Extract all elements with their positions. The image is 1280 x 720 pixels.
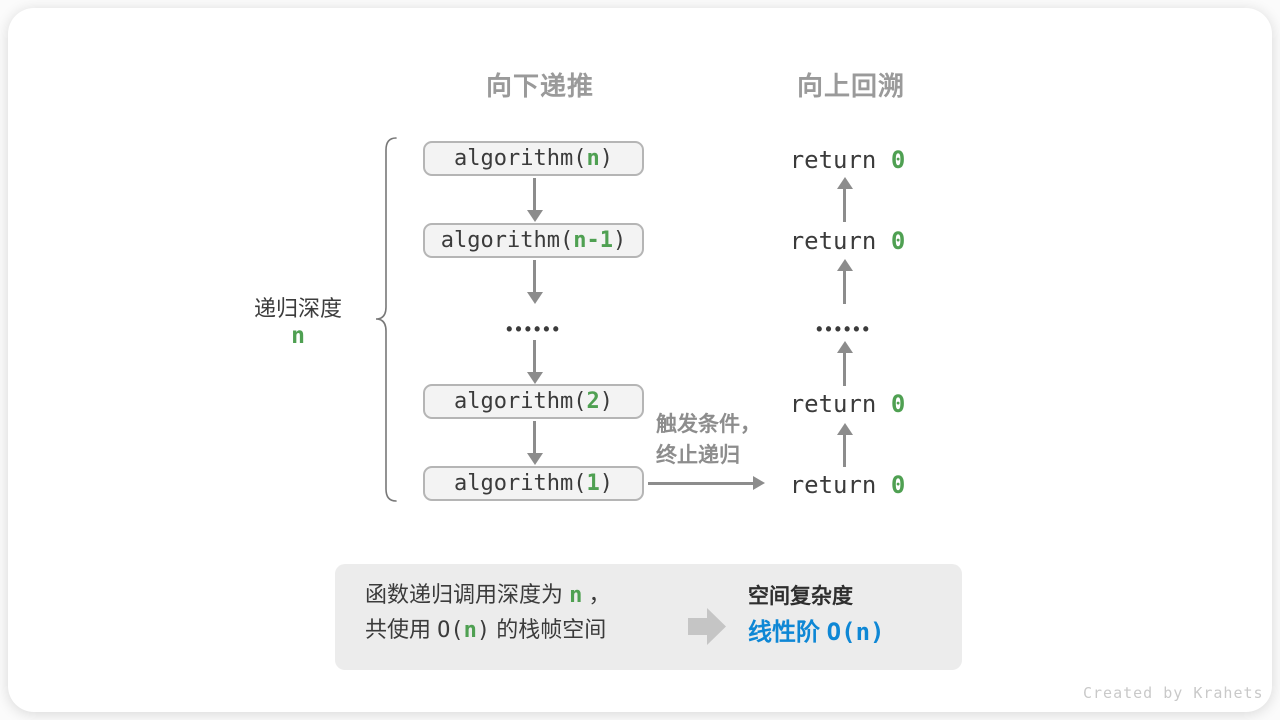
call-box-suffix: ) [612,228,627,253]
summary-right-title: 空间复杂度 [748,585,853,608]
ellipsis-left: •••••• [506,319,562,339]
summary-code-close: ) [476,618,491,643]
call-box-arg: 2 [586,389,600,414]
down-arrow [533,421,536,454]
header-downward-recursion: 向下递推 [485,71,594,101]
down-arrow [533,260,536,293]
trigger-note-line2: 终止递归 [656,444,740,467]
summary-line1-var: n [569,583,583,608]
return-keyword: return [789,146,877,174]
depth-label: 递归深度 [253,296,342,321]
call-box-n-1: algorithm(n-1) [423,223,644,258]
return-value: 0 [890,471,906,499]
call-box-prefix: algorithm( [454,146,587,171]
result-complexity: O(n) [826,618,885,646]
return-row: return 0 [775,390,920,418]
trigger-note: 触发条件， 终止递归 [656,409,761,471]
summary-code-open: O( [437,618,464,643]
header-upward-backtrack: 向上回溯 [796,71,905,101]
call-box-suffix: ) [599,471,613,496]
ellipsis-right: •••••• [816,319,872,339]
up-arrow [843,270,846,304]
call-box-arg: n-1 [573,228,613,253]
return-row: return 0 [775,146,920,174]
up-arrow [843,434,846,467]
up-arrow [843,352,846,386]
return-keyword: return [789,471,877,499]
return-row: return 0 [775,471,920,499]
down-arrow [533,340,536,373]
summary-line2: 共使用 O(n) 的栈帧空间 [365,613,611,648]
call-box-prefix: algorithm( [440,228,574,253]
summary-line2-post: 的栈帧空间 [496,617,607,642]
call-box-suffix: ) [599,389,613,414]
depth-brace [375,137,397,502]
diagram-card: 向下递推 向上回溯 递归深度 n algorithm(n) algorithm(… [8,8,1272,712]
summary-line1: 函数递归调用深度为 n ， [365,578,611,613]
call-box-suffix: ) [599,146,613,171]
return-value: 0 [890,390,906,418]
call-box-arg: n [586,146,600,171]
return-row: return 0 [775,227,920,255]
depth-variable: n [291,323,305,349]
base-case-arrow [648,476,765,490]
call-box-prefix: algorithm( [454,389,587,414]
call-box-prefix: algorithm( [454,471,587,496]
summary-line2-pre: 共使用 [365,617,432,642]
call-box-n: algorithm(n) [423,141,644,176]
watermark: Created by Krahets [1083,684,1264,702]
down-arrow [533,178,536,211]
summary-right-result: 线性阶 O(n) [748,612,884,647]
summary-code-var: n [463,618,477,643]
implies-arrow [688,608,726,645]
return-keyword: return [789,390,877,418]
call-box-arg: 1 [586,471,600,496]
return-keyword: return [789,227,877,255]
summary-line2-code: O(n) [437,618,490,643]
result-label: 线性阶 [748,619,820,646]
up-arrow [843,188,846,222]
summary-line1-pre: 函数递归调用深度为 [365,582,564,607]
return-value: 0 [890,227,906,255]
return-value: 0 [890,146,906,174]
call-box-2: algorithm(2) [423,384,644,419]
summary-panel [335,564,962,670]
call-box-1: algorithm(1) [423,466,644,501]
trigger-note-line1: 触发条件， [656,413,761,436]
summary-left-text: 函数递归调用深度为 n ， 共使用 O(n) 的栈帧空间 [365,578,611,648]
summary-line1-post: ， [588,582,611,607]
